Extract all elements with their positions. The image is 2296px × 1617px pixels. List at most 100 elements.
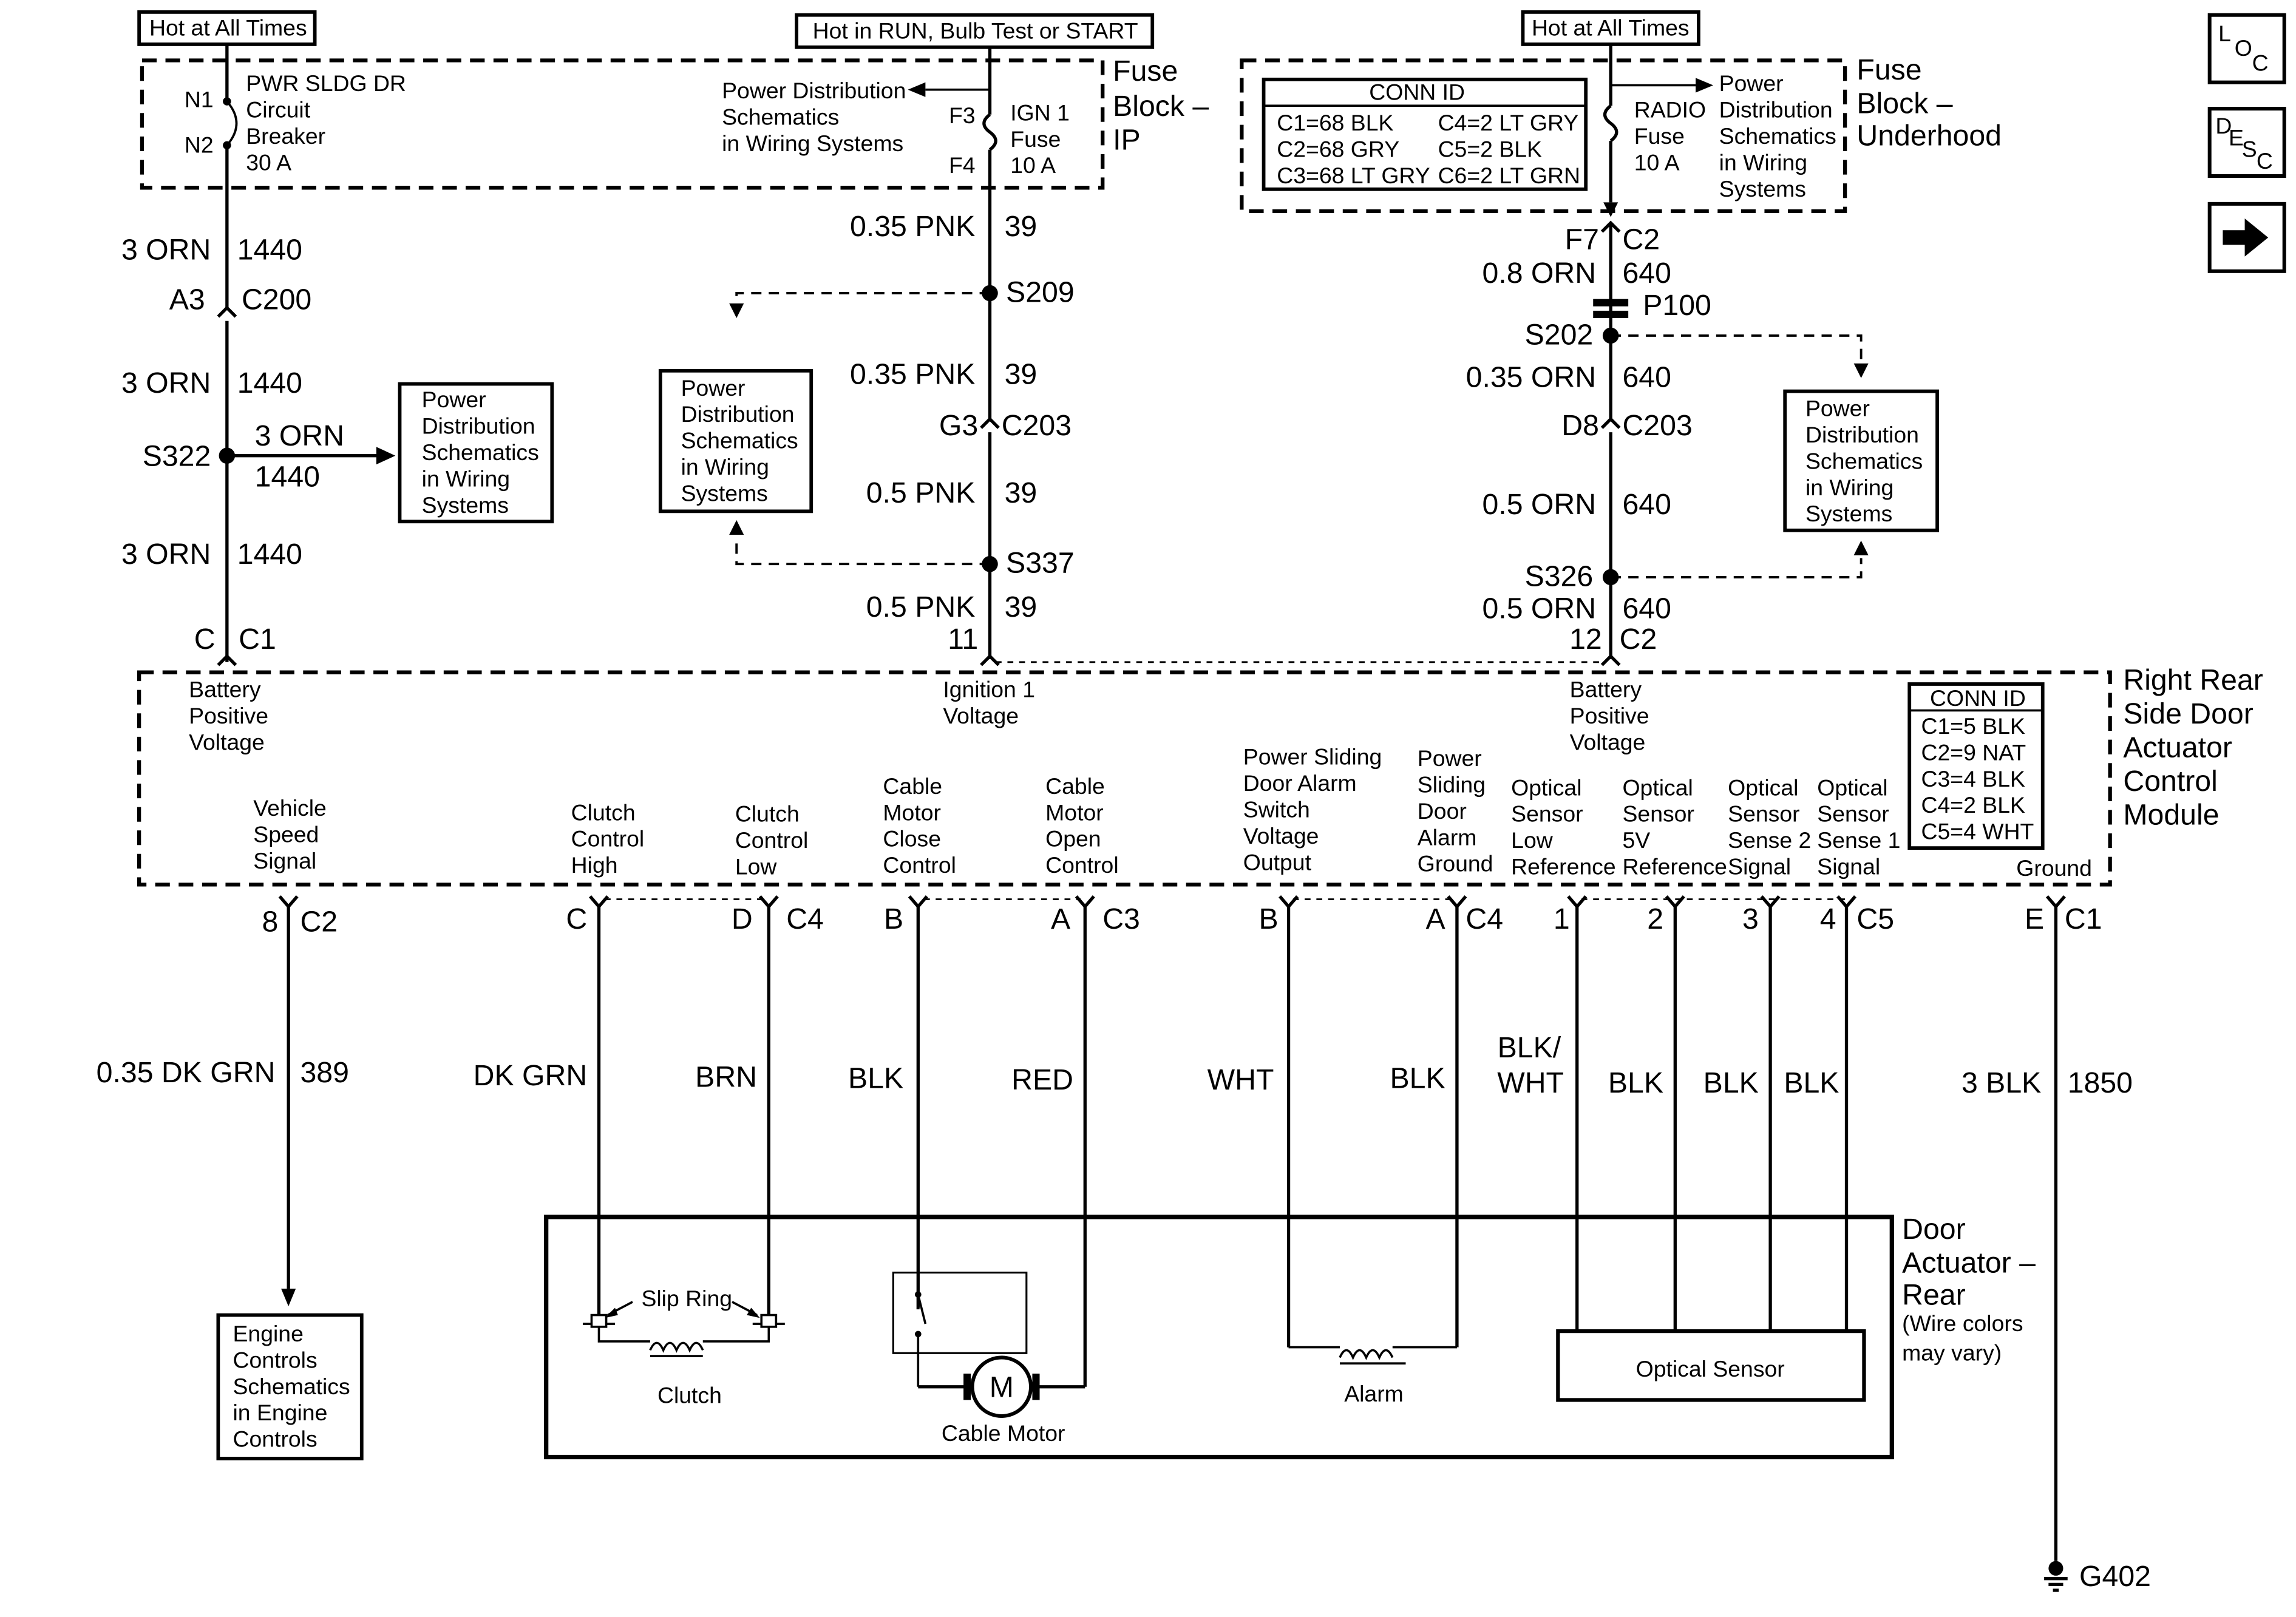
pin-psa-letter: B — [1258, 903, 1278, 935]
mid-conn-g3: G3 — [939, 409, 978, 442]
output-wires: 8 C2 C D C4 B A C3 B A C4 1 2 3 4 C5 E C… — [97, 895, 2133, 1561]
splice-s322-label: S322 — [143, 440, 211, 473]
desc-button[interactable]: D E S C — [2207, 107, 2286, 178]
left-ref-label-3: Schematics — [422, 439, 539, 465]
fuse-block-underhood-title-1: Fuse — [1856, 53, 1921, 86]
underhood-conn-c1: C1=68 BLK — [1277, 110, 1393, 135]
mid-ref-label-3: Schematics — [681, 428, 798, 453]
right-module-pin: 12 — [1569, 623, 1602, 656]
right-conn-c203: C203 — [1622, 409, 1692, 442]
splice-s209-label: S209 — [1006, 276, 1075, 308]
slip-ring-label: Slip Ring — [641, 1286, 732, 1311]
breaker-pin-n1: N1 — [185, 87, 214, 112]
left-seg3-number: 1440 — [237, 538, 302, 571]
power-source-left: Hot at All Times — [137, 10, 317, 46]
breaker-pin-n2: N2 — [185, 132, 214, 157]
alarm-label: Alarm — [1344, 1381, 1404, 1406]
left-branch-color: 3 ORN — [255, 419, 344, 452]
underhood-conn-id-title: CONN ID — [1369, 80, 1465, 105]
connector-c1-icon — [217, 654, 237, 666]
engine-ref-label-5: Controls — [233, 1426, 318, 1452]
loc-letter-o: O — [2235, 35, 2252, 61]
pin-psa-icon — [1279, 895, 1299, 909]
breaker-label-2: Circuit — [246, 97, 311, 123]
right-ref-label-5: Systems — [1805, 501, 1892, 526]
label-cmc-3: Close — [883, 826, 941, 852]
connector-c200-icon — [217, 305, 237, 318]
ground-label: G402 — [2079, 1560, 2151, 1593]
underhood-ref-label-3: Schematics — [1719, 123, 1836, 149]
label-pag-1: Power — [1418, 745, 1482, 771]
down-arrow-icon — [729, 303, 744, 318]
next-button[interactable] — [2207, 202, 2286, 273]
fuse-icon — [982, 113, 997, 151]
radio-fuse-label-1: RADIO — [1634, 97, 1706, 123]
left-ref-box: Power Distribution Schematics in Wiring … — [398, 382, 554, 524]
engine-ref-label-4: in Engine — [233, 1400, 328, 1425]
right-arrow-icon — [2223, 218, 2269, 257]
left-seg1-number: 1440 — [237, 234, 302, 266]
right-seg4-color: 0.5 ORN — [1482, 592, 1596, 625]
ip-ref-label-3: in Wiring Systems — [722, 131, 903, 156]
pin-cmo-letter: A — [1051, 903, 1071, 935]
loc-button[interactable]: L O C — [2207, 13, 2286, 84]
actuator-note-2: may vary) — [1902, 1340, 2002, 1365]
module-conn-c5: C5=4 WHT — [1921, 819, 2034, 844]
label-cmo-4: Control — [1045, 852, 1118, 878]
left-module-pin: C — [194, 623, 216, 656]
label-cmc-1: Cable — [883, 773, 942, 799]
pin-cmo-icon — [1075, 895, 1095, 909]
right-ref-label-4: in Wiring — [1805, 475, 1894, 500]
label-vss-1: Vehicle — [253, 795, 327, 821]
radio-fuse-label-2: Fuse — [1634, 123, 1685, 149]
pass-through-p100-icon — [1593, 299, 1629, 318]
pin-gnd-letter: E — [2025, 903, 2044, 935]
module-conn-c3: C3=4 BLK — [1921, 766, 2025, 792]
connector-f7-icon — [1600, 220, 1621, 233]
label-pag-2: Sliding — [1418, 771, 1486, 797]
label-os1-3: Sense 1 — [1817, 827, 1900, 853]
up-arrow-icon — [729, 520, 744, 535]
pin-os2-number: 2 — [1647, 903, 1663, 935]
label-os5-4: Reference — [1622, 854, 1727, 880]
right-seg3-number: 640 — [1622, 488, 1671, 521]
left-ref-label-2: Distribution — [422, 413, 535, 439]
desc-letter-d: D — [2215, 113, 2232, 138]
right-ref-label-3: Schematics — [1805, 448, 1923, 473]
mid-module-pin: 11 — [948, 623, 978, 656]
label-psa-3: Switch — [1243, 796, 1310, 822]
label-batt1-3: Voltage — [189, 730, 265, 755]
down-arrow-icon — [1603, 202, 1618, 217]
connector-c203-right-icon — [1600, 416, 1621, 429]
underhood-ref-arrow-icon — [1611, 78, 1714, 93]
label-vss-3: Signal — [253, 848, 316, 873]
label-psa-1: Power Sliding — [1243, 744, 1382, 770]
label-batt2-2: Positive — [1570, 703, 1649, 728]
pin-os3-number: 3 — [1742, 903, 1759, 935]
splice-s337-label: S337 — [1006, 547, 1075, 580]
mid-ref-label-1: Power — [681, 375, 746, 401]
right-seg4-number: 640 — [1622, 592, 1671, 625]
label-psa-2: Door Alarm — [1243, 770, 1357, 796]
left-module-conn: C1 — [239, 623, 276, 656]
mid-seg2-number: 39 — [1005, 358, 1038, 391]
label-ccl-3: Low — [735, 854, 778, 880]
actuator-title-2: Actuator – — [1902, 1247, 2036, 1280]
slip-ring-icon — [582, 1301, 785, 1328]
label-cmo-1: Cable — [1045, 773, 1105, 799]
left-branch-number: 1440 — [255, 460, 320, 493]
down-arrow-icon — [281, 1289, 296, 1307]
label-cch-2: Control — [571, 826, 644, 852]
ip-ref-label-2: Schematics — [722, 104, 839, 130]
label-osl-3: Low — [1511, 827, 1554, 853]
alarm-coil-icon — [1288, 1346, 1457, 1364]
pin-vss-number: 8 — [262, 906, 278, 938]
loc-letter-c: C — [2252, 50, 2269, 75]
circuit-left: 3 ORN 1440 A3 C200 3 ORN 1440 S322 3 ORN… — [121, 44, 554, 666]
label-os2-3: Sense 2 — [1728, 827, 1811, 853]
right-conn-f7: F7 — [1565, 223, 1599, 256]
underhood-conn-c4: C4=2 LT GRY — [1438, 110, 1579, 135]
up-arrow-icon — [1853, 540, 1869, 555]
underhood-conn-c6: C6=2 LT GRN — [1438, 163, 1580, 188]
pin-os1-number: 1 — [1554, 903, 1570, 935]
